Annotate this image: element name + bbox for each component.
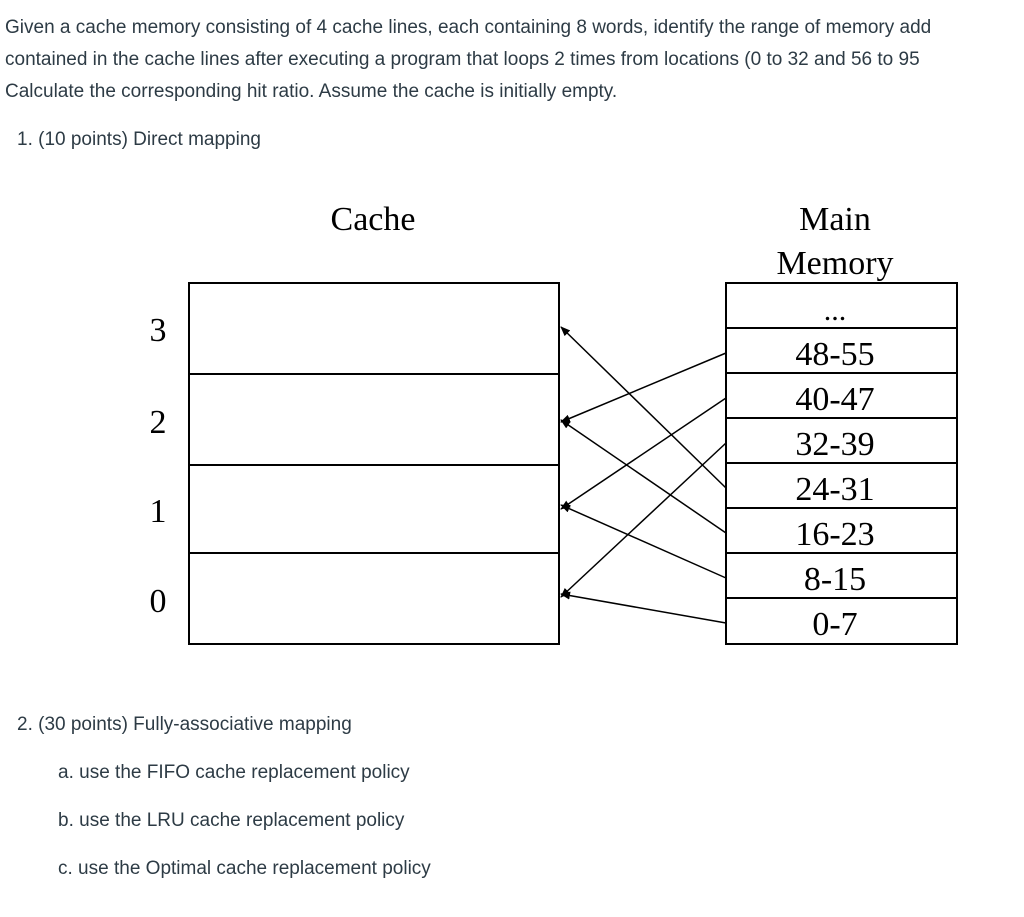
arrow-0-7-to-line-0 xyxy=(560,591,727,624)
cache-lines xyxy=(188,282,560,645)
memory-label-16-23: 16-23 xyxy=(795,516,874,553)
cache-line-1 xyxy=(188,464,560,554)
memory-label-0-7: 0-7 xyxy=(812,606,857,643)
cache-line-2 xyxy=(188,373,560,466)
arrow-32-39-to-line-0 xyxy=(560,442,727,598)
mapping-arrows xyxy=(560,326,727,624)
cache-line-3 xyxy=(188,282,560,375)
cache-mapping-diagram: Cache Main Memory 3 2 1 0 ... 48-55 40-4… xyxy=(150,201,958,645)
part2-item-b: b. use the LRU cache replacement policy xyxy=(58,810,405,831)
arrow-24-31-to-line-3 xyxy=(560,326,727,489)
memory-title-line2: Memory xyxy=(776,245,893,282)
question-text: Given a cache memory consisting of 4 cac… xyxy=(5,12,1024,108)
part1-heading: 1. (10 points) Direct mapping xyxy=(17,129,261,150)
cache-line-label-3: 3 xyxy=(150,312,167,349)
arrow-8-15-to-line-1 xyxy=(560,504,727,579)
part2-heading: 2. (30 points) Fully-associative mapping xyxy=(17,714,352,735)
part2-item-c: c. use the Optimal cache replacement pol… xyxy=(58,858,431,879)
cache-title: Cache xyxy=(331,201,416,238)
question-line-2: contained in the cache lines after execu… xyxy=(5,49,920,70)
memory-label-ellipsis: ... xyxy=(824,294,847,327)
arrow-48-55-to-line-2 xyxy=(560,352,727,423)
memory-title-line1: Main xyxy=(799,201,871,238)
question-line-1: Given a cache memory consisting of 4 cac… xyxy=(5,17,932,38)
cache-line-0 xyxy=(188,552,560,645)
cache-line-label-2: 2 xyxy=(150,404,167,441)
cache-line-label-1: 1 xyxy=(150,493,167,530)
memory-label-32-39: 32-39 xyxy=(795,426,874,463)
arrow-40-47-to-line-1 xyxy=(560,397,727,510)
memory-label-8-15: 8-15 xyxy=(804,561,866,598)
memory-label-24-31: 24-31 xyxy=(795,471,874,508)
memory-block-0-7 xyxy=(725,597,958,645)
memory-blocks xyxy=(725,282,958,645)
question-line-3: Calculate the corresponding hit ratio. A… xyxy=(5,81,618,102)
arrow-16-23-to-line-2 xyxy=(560,419,727,534)
memory-label-40-47: 40-47 xyxy=(795,381,874,418)
memory-label-48-55: 48-55 xyxy=(795,336,874,373)
part2-item-a: a. use the FIFO cache replacement policy xyxy=(58,762,410,783)
cache-line-label-0: 0 xyxy=(150,583,167,620)
